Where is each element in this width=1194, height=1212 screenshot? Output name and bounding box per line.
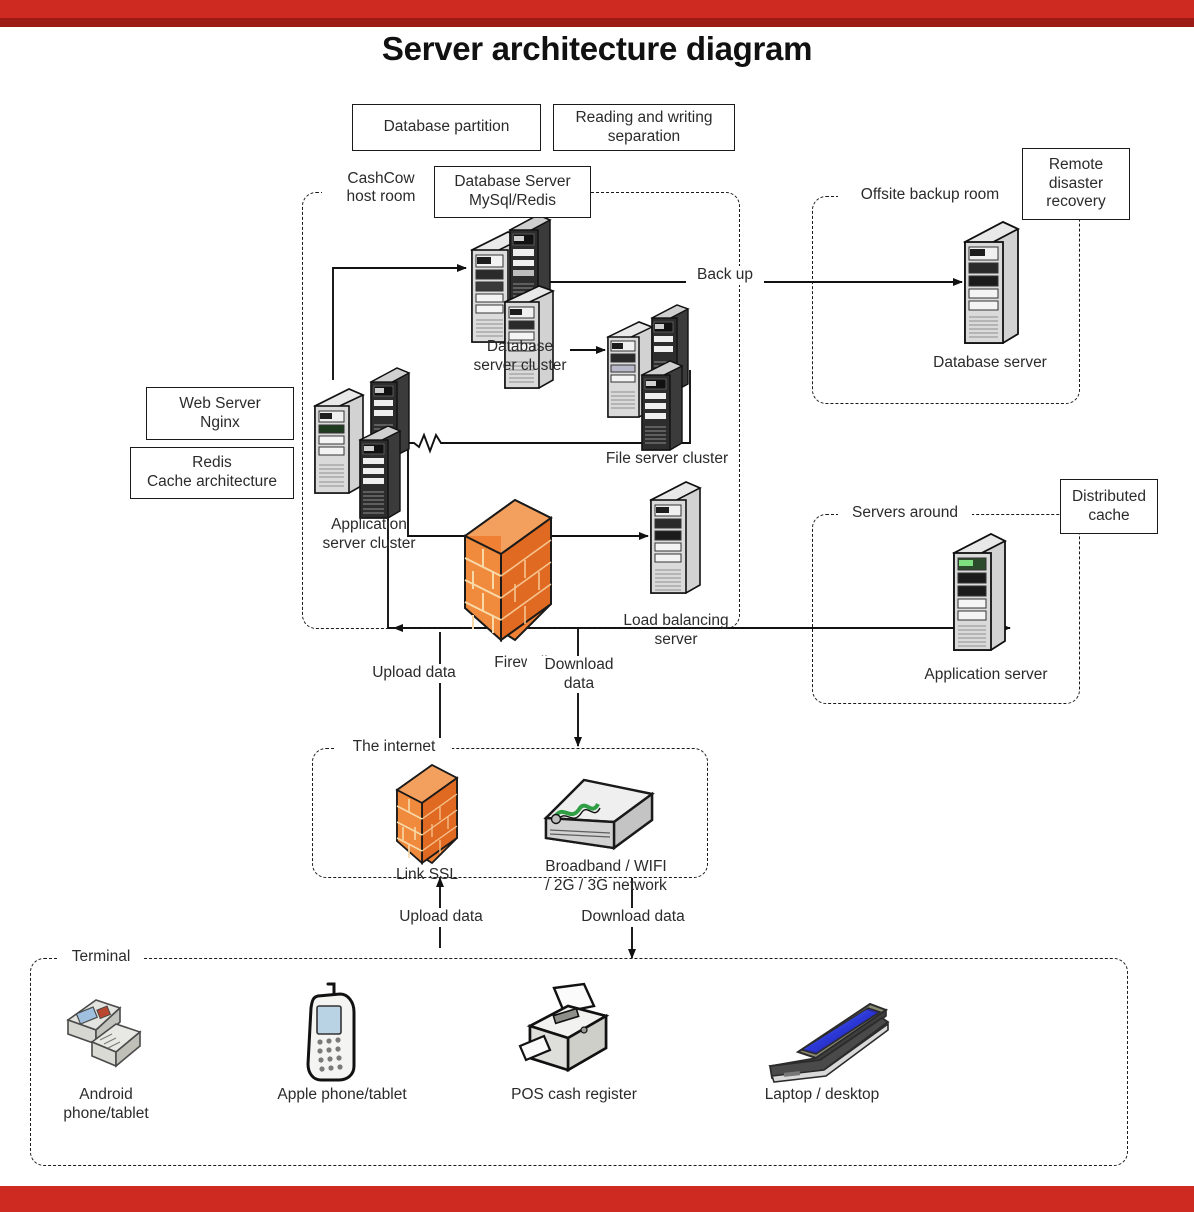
node-label-offsite-database-server: Database server [933,354,1047,371]
bottom-accent-band [0,1186,1194,1212]
mobile-phone-icon [300,980,362,1089]
callout-reading-writing-separation-label: Reading and writing separation [575,108,713,145]
callout-redis-cache-architecture: Redis Cache architecture [130,447,294,499]
laptop-icon [762,1000,894,1093]
node-label-around-application-server: Application server [924,666,1048,683]
callout-remote-disaster-recovery: Remote disaster recovery [1022,148,1130,220]
callout-distributed-cache-label: Distributed cache [1071,487,1147,524]
edge-label-download-data-top: Download data [527,656,631,694]
server-tower-around-app [947,530,1009,665]
page-title: Server architecture diagram [381,30,813,67]
zone-the-internet [312,748,708,878]
edge-label-upload-data-top: Upload data [353,664,475,683]
top-accent-band [0,0,1194,18]
server-tower-offsite-db [958,218,1022,359]
zone-the-internet-label: The internet [336,738,452,757]
zone-offsite-backup-room [812,196,1080,404]
link-ssl-icon [390,762,464,871]
server-tower-app-3 [355,422,403,531]
node-label-application-server-cluster: Application server cluster [322,516,416,552]
callout-database-partition-label: Database partition [383,118,510,136]
zone-host-room-label: CashCow host room [322,170,440,207]
server-tower-app-1 [310,385,366,506]
network-router-icon [540,772,658,861]
zone-terminal [30,958,1128,1166]
android-pos-icon [54,992,154,1083]
pos-printer-icon [510,982,618,1087]
callout-database-partition: Database partition [352,104,541,151]
terminal-label-3: Laptop / desktop [764,1086,880,1103]
node-label-broadband-network: Broadband / WIFI / 2G / 3G network [545,858,667,894]
terminal-label-0: Android phone/tablet [63,1086,149,1122]
terminal-label-1: Apple phone/tablet [277,1086,407,1103]
terminal-label-2: POS cash register [511,1086,637,1103]
callout-redis-cache-architecture-label: Redis Cache architecture [146,454,278,490]
callout-database-server-mysql-redis: Database Server MySql/Redis [434,166,591,218]
zone-servers-around-label: Servers around [838,504,972,523]
callout-distributed-cache: Distributed cache [1060,479,1158,534]
callout-database-server-label: Database Server MySql/Redis [454,173,571,209]
edge-label-upload-data-bottom: Upload data [382,908,500,927]
callout-reading-writing-separation: Reading and writing separation [553,104,735,151]
server-tower-file-3 [637,357,685,462]
zone-offsite-backup-room-label: Offsite backup room [838,186,1022,205]
firewall-icon [455,496,561,649]
edge-label-back-up: Back up [686,266,764,285]
node-label-load-balancing-server: Load balancing server [623,612,729,648]
server-tower-load-balancer [645,478,703,607]
node-label-link-ssl: Link SSL [395,866,459,883]
callout-web-server-nginx: Web Server Nginx [146,387,294,440]
node-label-file-server-cluster: File server cluster [605,450,729,467]
zone-terminal-label: Terminal [58,948,144,967]
server-tower-file-1 [603,318,655,429]
callout-web-server-nginx-label: Web Server Nginx [179,394,261,431]
server-tower-db-3 [500,282,556,401]
node-label-database-server-cluster: Database server cluster [473,338,567,374]
edge-label-download-data-bottom: Download data [557,908,709,927]
top-accent-band-shadow [0,18,1194,27]
callout-remote-disaster-recovery-label: Remote disaster recovery [1046,155,1106,211]
